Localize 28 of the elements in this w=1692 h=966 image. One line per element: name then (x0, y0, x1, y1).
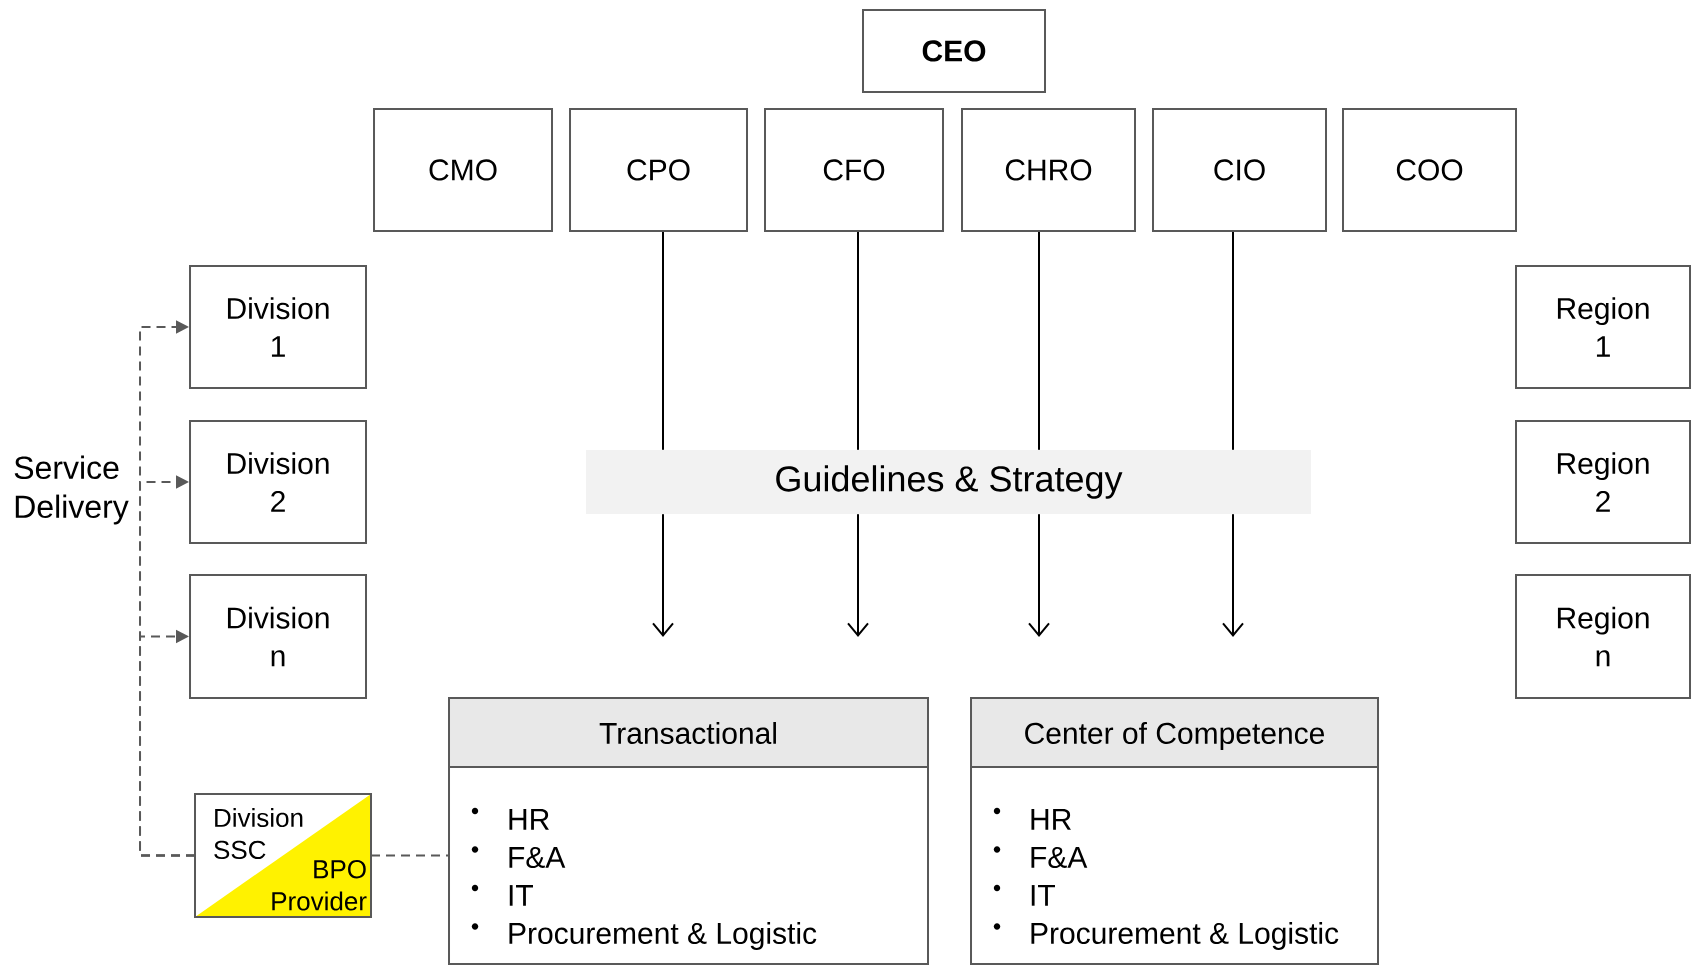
unit-box: Division 2 (189, 420, 367, 544)
unit-box: CPO (569, 108, 748, 232)
split-box: Division SSC BPO Provider (194, 793, 372, 918)
connector-arrow (139, 629, 196, 857)
unit-box: CIO (1152, 108, 1327, 232)
connector-line (370, 854, 450, 857)
connector-arrow (1222, 513, 1244, 637)
column-box: Center of Competence HR F&A IT Procurement & Logistic (970, 697, 1379, 965)
connector-arrow (847, 513, 869, 637)
unit-box: Region 1 (1515, 265, 1691, 389)
unit-box: Region n (1515, 574, 1691, 699)
connector-arrow (1028, 513, 1050, 637)
connector-arrow (652, 513, 674, 637)
unit-box: Region 2 (1515, 420, 1691, 544)
unit-box: CFO (764, 108, 944, 232)
connector-line (662, 231, 664, 451)
column-box: Transactional HR F&A IT Procurement & Logistic (448, 697, 929, 965)
connector-line (1232, 231, 1234, 451)
connector-line (857, 231, 859, 451)
unit-box: COO (1342, 108, 1517, 232)
connector-line (1038, 231, 1040, 451)
unit-box: Division n (189, 574, 367, 699)
side-label: Service Delivery (14, 455, 129, 525)
unit-box: CMO (373, 108, 553, 232)
unit-box: Division 1 (189, 265, 367, 389)
role-box: CEO (862, 9, 1046, 93)
unit-box: CHRO (961, 108, 1136, 232)
banner: Guidelines & Strategy (586, 450, 1311, 514)
